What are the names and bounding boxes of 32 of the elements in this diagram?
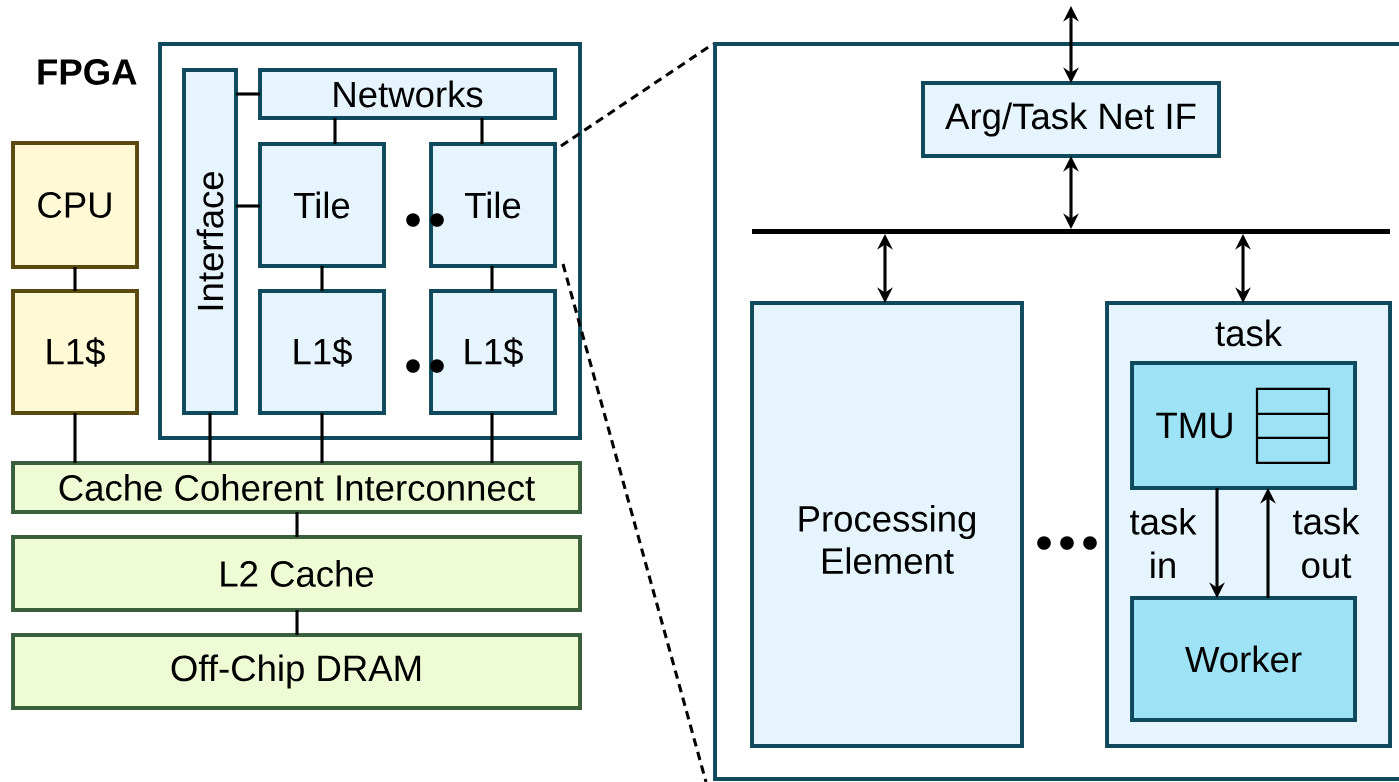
component-box: Arg/Task Net IF: [921, 81, 1221, 158]
component-box: Tile: [258, 142, 386, 268]
connector-line: [320, 413, 324, 463]
component-box: Worker: [1130, 596, 1357, 722]
connector-line: [295, 610, 299, 635]
processing-element-box: Processing Element: [750, 301, 1024, 748]
component-box: Off-Chip DRAM: [11, 633, 582, 710]
edge-label: task in: [1125, 506, 1201, 580]
network-box: Networks: [258, 68, 557, 120]
connector-line: [73, 413, 77, 463]
connector-line: [490, 266, 494, 291]
connector-line: [333, 118, 337, 144]
interface-box: Interface: [182, 68, 238, 415]
connector-line: [480, 118, 484, 144]
component-box: Tile: [429, 142, 557, 268]
component-box: CPU: [11, 141, 139, 269]
edge-label: task out: [1288, 506, 1364, 580]
connector-line: [236, 92, 260, 96]
component-box: TMU: [1130, 361, 1357, 490]
connector-line: [490, 413, 494, 463]
connector-line: [320, 266, 324, 291]
connector-line: [208, 413, 212, 463]
connector-line: [236, 204, 260, 208]
connector-line: [295, 512, 299, 537]
interconnect-bar: Cache Coherent Interconnect: [11, 461, 582, 514]
connector-line: [73, 267, 77, 291]
component-box: L1$: [429, 289, 557, 415]
zoom-line: [560, 42, 714, 148]
node-label: FPGA: [38, 59, 137, 85]
component-box: L1$: [11, 289, 139, 415]
component-box: L1$: [258, 289, 386, 415]
component-box: L2 Cache: [11, 535, 582, 612]
